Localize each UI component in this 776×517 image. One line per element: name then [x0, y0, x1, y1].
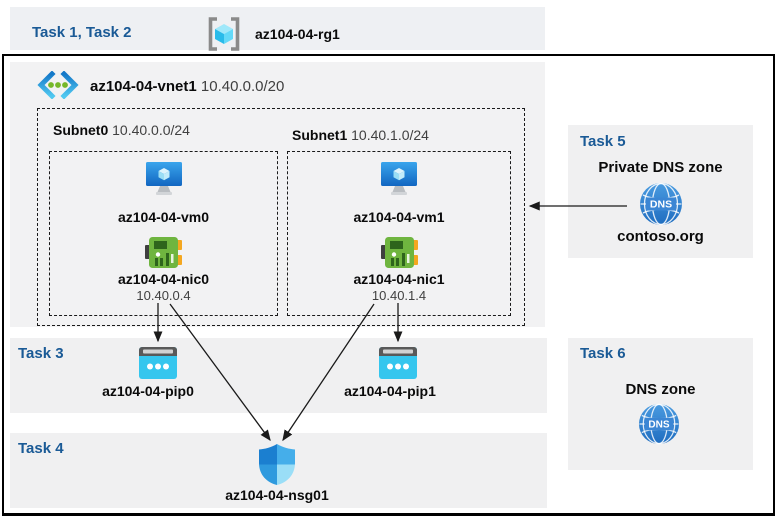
dns-icon-text: DNS [650, 199, 672, 211]
dns-icon-text: DNS [648, 419, 669, 430]
nic0-name: az104-04-nic0 [117, 271, 210, 287]
vnet-cidr: 10.40.0.0/20 [200, 78, 285, 95]
vm0-name: az104-04-vm0 [117, 209, 210, 225]
subnet1-name: Subnet1 [292, 127, 348, 143]
vm0-icon [50, 162, 277, 198]
subnet1-cidr: 10.40.1.0/24 [351, 127, 429, 143]
subnets-dashed-boundary [37, 108, 525, 326]
subnet0-label: Subnet0 10.40.0.0/24 [53, 122, 190, 138]
nic0-private-ip: 10.40.0.4 [136, 288, 191, 303]
vm1-name: az104-04-vm1 [353, 209, 445, 225]
public-ip1-name: az104-04-pip1 [344, 383, 436, 399]
task3-band [10, 338, 547, 413]
public-ip0-icon [139, 347, 177, 379]
resource-group-band: Task 1, Task 2 az104-04-rg1 [10, 7, 545, 52]
public-ip0-name: az104-04-pip0 [102, 383, 194, 399]
public-ip1-icon [379, 347, 417, 379]
nic1-icon [288, 236, 510, 269]
nsg-name: az104-04-nsg01 [225, 487, 329, 503]
network-security-group-icon [257, 443, 297, 486]
vm1-icon [288, 162, 510, 198]
nic0-icon [50, 236, 277, 269]
subnet1-label: Subnet1 10.40.1.0/24 [292, 127, 429, 143]
task4-label: Task 4 [18, 440, 64, 457]
nic1-private-ip: 10.40.1.4 [371, 288, 427, 303]
subnet0-name: Subnet0 [53, 122, 109, 138]
task5-label: Task 5 [580, 133, 626, 150]
dns-zone-icon: DNS [638, 403, 680, 445]
task3-label: Task 3 [18, 345, 64, 362]
task6-label: Task 6 [580, 345, 626, 362]
task1-task2-label: Task 1, Task 2 [32, 24, 132, 41]
subnet0-box: az104-04-vm0 az104-04-nic0 10.40.0.4 [49, 151, 278, 316]
virtual-network-icon [36, 71, 80, 99]
resource-group-name: az104-04-rg1 [255, 26, 340, 42]
subnet0-cidr: 10.40.0.0/24 [112, 122, 190, 138]
vnet-title: az104-04-vnet1 10.40.0.0/20 [90, 78, 284, 95]
vnet-name: az104-04-vnet1 [90, 78, 197, 95]
resource-group-icon [206, 16, 242, 52]
private-dns-zone-name: contoso.org [617, 228, 704, 245]
dns-zone-title: DNS zone [625, 381, 696, 398]
private-dns-zone-icon: DNS [639, 182, 683, 226]
private-dns-zone-title: Private DNS zone [598, 159, 723, 176]
subnet1-box: az104-04-vm1 az104-04-nic1 10.40.1.4 [287, 151, 511, 316]
nic1-name: az104-04-nic1 [353, 271, 445, 287]
